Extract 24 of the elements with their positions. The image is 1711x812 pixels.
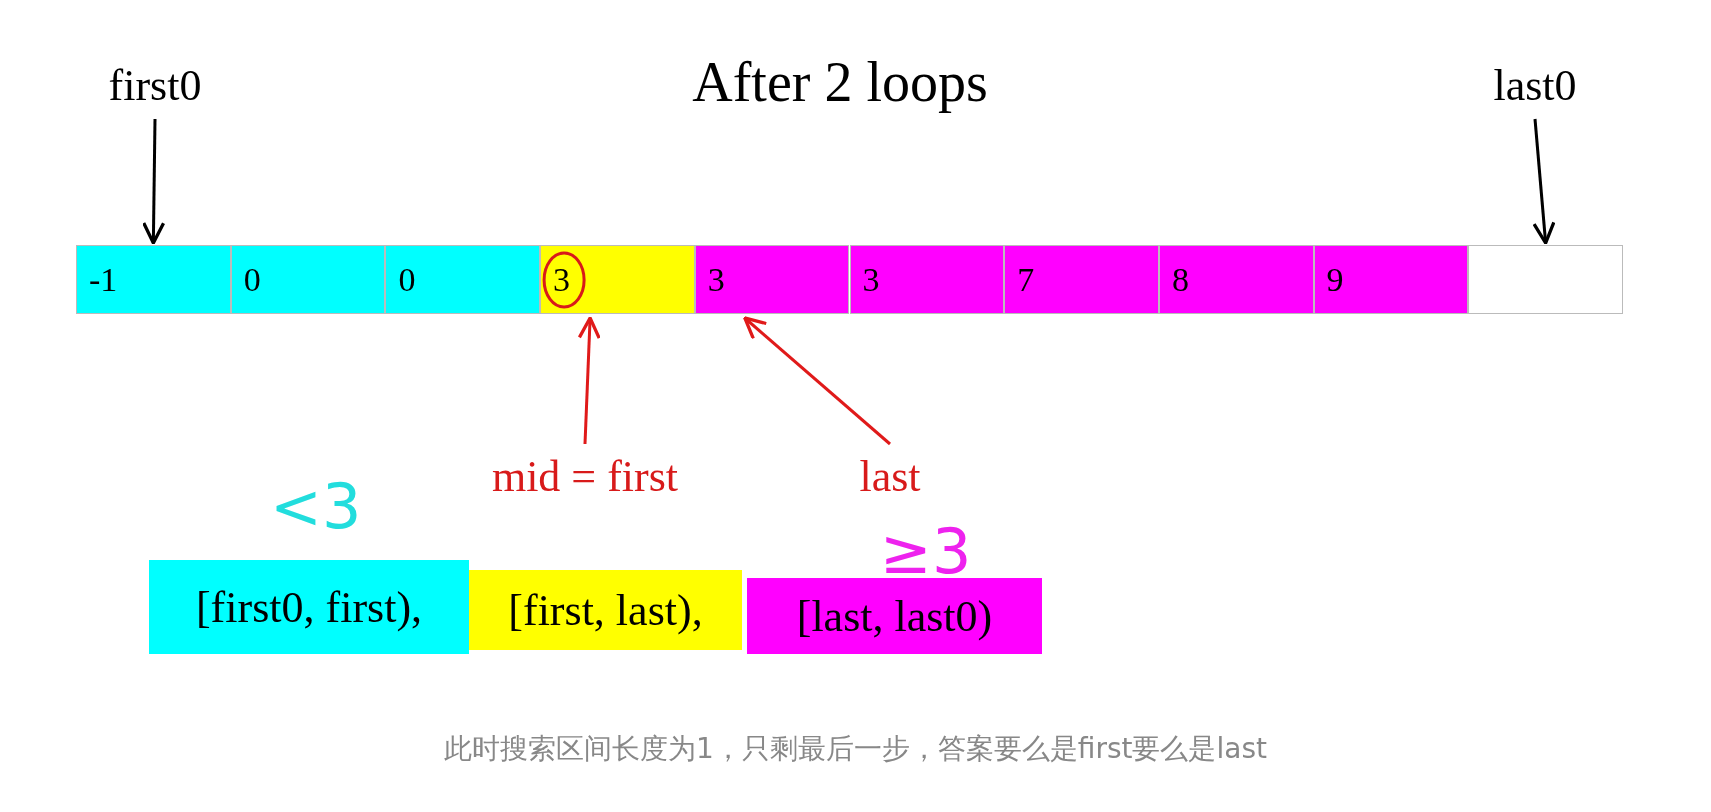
array-cell: 8 <box>1158 245 1314 314</box>
array-cell: 0 <box>230 245 386 314</box>
array-cell: 0 <box>385 245 541 314</box>
handwritten-note: <3 <box>270 470 362 543</box>
array-cell: 3 <box>540 245 695 314</box>
pointer-label: last <box>840 448 940 504</box>
caption: 此时搜索区间长度为1，只剩最后一步，答案要么是first要么是last <box>442 731 1268 767</box>
array-cell: 7 <box>1004 245 1159 314</box>
title: After 2 loops <box>691 50 989 114</box>
array-cell <box>1468 245 1623 314</box>
arrow <box>577 316 601 445</box>
interval-label: [first0, first), <box>149 560 469 654</box>
pointer-label: first0 <box>90 55 220 115</box>
interval-label: [first, last), <box>469 570 742 650</box>
arrow <box>142 118 166 245</box>
array-cell: 3 <box>849 245 1005 314</box>
arrow <box>1532 118 1556 245</box>
pointer-label: last0 <box>1470 55 1600 115</box>
arrow <box>743 316 891 446</box>
pointer-label: mid = first <box>455 448 715 504</box>
array-cell: 3 <box>694 245 850 314</box>
interval-label: [last, last0) <box>747 578 1042 654</box>
array-cell: -1 <box>76 245 231 314</box>
array-cell: 9 <box>1313 245 1469 314</box>
